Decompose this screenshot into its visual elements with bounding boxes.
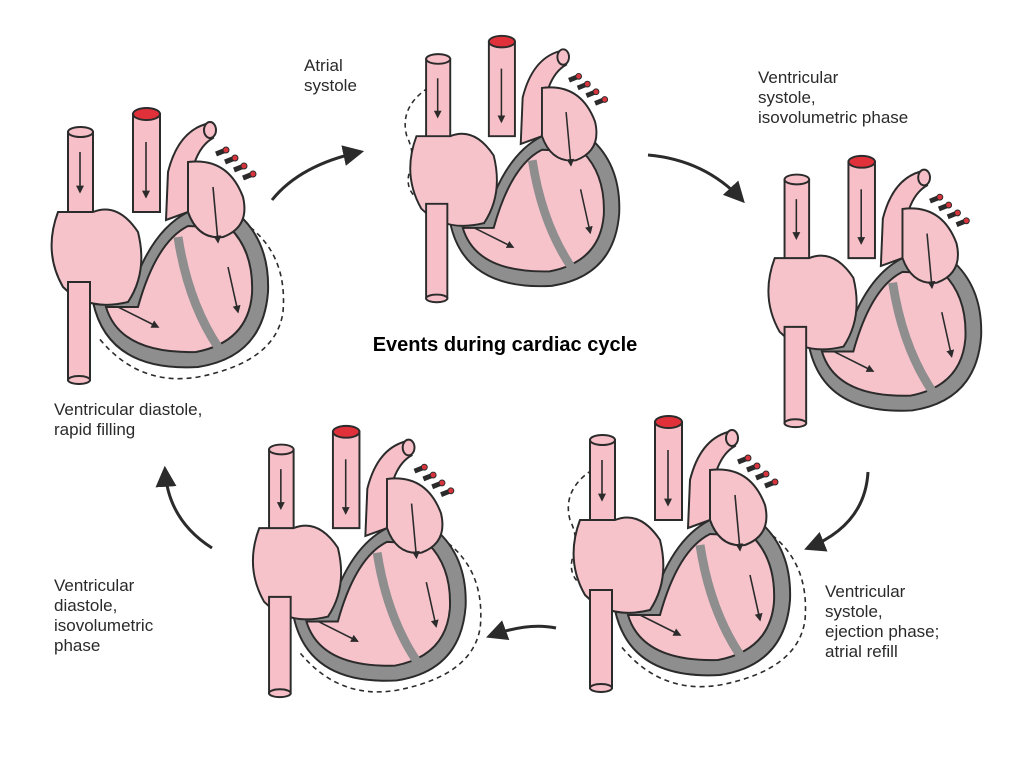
- cycle-arrow-2: [647, 153, 745, 204]
- heart-stage-5: [225, 420, 490, 705]
- cycle-arrow-1: [270, 145, 365, 201]
- heart-illustration: [251, 424, 482, 699]
- heart-stage-1: [18, 102, 298, 392]
- cycle-arrow-3: [804, 471, 870, 552]
- cycle-arrow-4: [486, 620, 557, 641]
- label-ventricular-systole-isovolumetric: Ventricular systole, isovolumetric phase: [758, 68, 909, 127]
- label-ventricular-systole-ejection: Ventricular systole, ejection phase; atr…: [825, 582, 940, 661]
- cycle-arrow-5: [155, 465, 213, 550]
- heart-illustration: [404, 34, 621, 304]
- heart-illustration: [567, 415, 807, 693]
- heart-stage-3: [748, 150, 998, 435]
- heart-illustration: [767, 154, 983, 429]
- heart-stage-4: [555, 410, 807, 700]
- heart-stage-2: [388, 30, 638, 310]
- label-ventricular-diastole-rapid-filling: Ventricular diastole, rapid filling: [54, 400, 203, 439]
- diagram-title: Events during cardiac cycle: [372, 334, 638, 356]
- label-ventricular-diastole-isovolumetric: Ventricular diastole, isovolumetric phas…: [54, 576, 154, 655]
- heart-illustration: [50, 107, 285, 385]
- label-atrial-systole: Atrial systole: [304, 56, 357, 95]
